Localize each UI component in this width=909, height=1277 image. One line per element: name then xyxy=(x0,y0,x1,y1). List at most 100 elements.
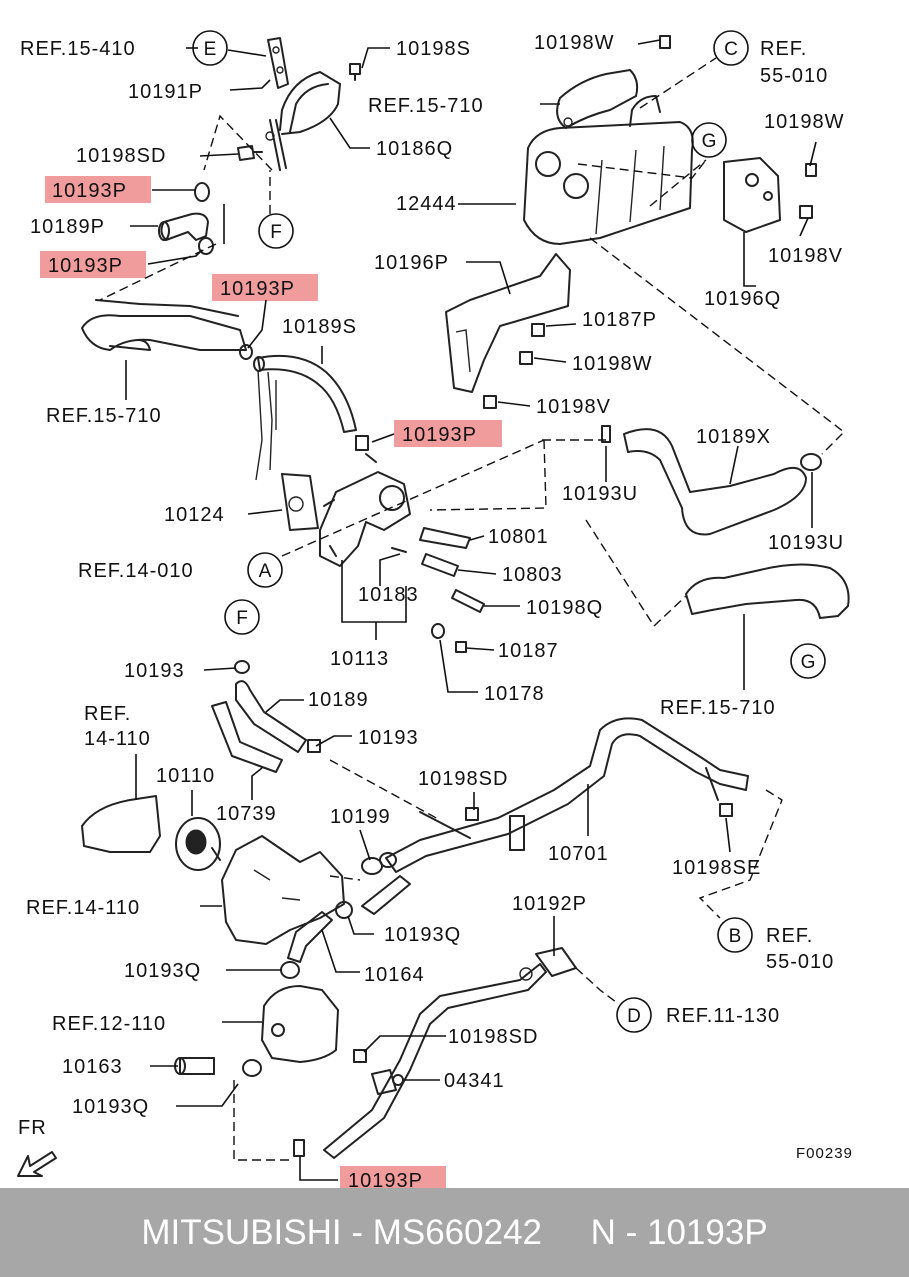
label-04341: 04341 xyxy=(444,1070,505,1092)
label-ref-55-010-a-line2: 55-010 xyxy=(760,65,828,87)
pipe-ref-15-710-top xyxy=(556,69,639,129)
parts-diagram: E C G F A F G B D REF.15-410 10191P 1019… xyxy=(17,30,853,1188)
bolt-10187P xyxy=(531,323,545,337)
bolt-10198W-b xyxy=(805,163,817,177)
circle-B-letter: B xyxy=(729,926,742,947)
circle-D: D xyxy=(616,997,652,1033)
label-10193P-1: 10193P xyxy=(52,180,127,202)
label-10189: 10189 xyxy=(308,689,369,711)
label-10189X: 10189X xyxy=(696,426,771,448)
circle-F-mid-letter: F xyxy=(236,608,248,629)
hose-10163 xyxy=(174,1057,215,1075)
circle-G-mid: G xyxy=(790,643,826,679)
label-10193P-4: 10193P xyxy=(402,424,477,446)
bolt-10187 xyxy=(431,623,467,653)
hose-10189S xyxy=(253,354,357,433)
label-10124: 10124 xyxy=(164,504,225,526)
pipe-10192P xyxy=(323,947,577,1159)
pipe-10701 xyxy=(385,717,749,873)
label-12444: 12444 xyxy=(396,193,457,215)
highlight-10193P-1 xyxy=(45,176,151,203)
label-10739: 10739 xyxy=(216,803,277,825)
label-10199: 10199 xyxy=(330,806,391,828)
circle-B: B xyxy=(717,917,753,953)
label-ref-15-710-b: REF.15-710 xyxy=(46,405,162,427)
leader-lines xyxy=(125,39,817,1181)
label-10178: 10178 xyxy=(484,683,545,705)
clip-04341 xyxy=(371,1069,404,1095)
component-ref-14-110-a xyxy=(81,795,161,853)
label-10198W-c: 10198W xyxy=(572,353,653,375)
sensor-10801 xyxy=(419,527,471,549)
label-10193U-a: 10193U xyxy=(562,483,638,505)
circle-F-top-letter: F xyxy=(270,222,282,243)
circle-C-letter: C xyxy=(724,39,738,60)
hose-10189P xyxy=(158,212,209,241)
clamp-small-a xyxy=(355,435,369,451)
label-10198V-a: 10198V xyxy=(768,245,843,267)
circle-G-mid-letter: G xyxy=(801,652,816,673)
footer-part-number-text: MITSUBISHI - MS660242 N - 10193P xyxy=(141,1212,768,1252)
label-figure-code: F00239 xyxy=(796,1145,853,1162)
component-ref-15-710-a xyxy=(81,299,247,351)
bolt-10198Q xyxy=(451,589,485,613)
clamp-10193P-3 xyxy=(239,344,253,360)
hose-10189X xyxy=(623,428,822,536)
hose-10189 xyxy=(235,680,307,753)
clamp-10193U-a xyxy=(601,425,611,443)
label-10196Q: 10196Q xyxy=(704,288,781,310)
oring-10199 xyxy=(361,852,397,875)
label-10193P-5: 10193P xyxy=(348,1170,423,1188)
clamp-10193Q-b xyxy=(280,961,300,979)
pipe-ref-15-710-right xyxy=(685,563,850,619)
label-ref-14-110-a-line2: 14-110 xyxy=(84,728,151,750)
label-10189S: 10189S xyxy=(282,316,357,338)
label-10198V-b: 10198V xyxy=(536,396,611,418)
label-10198W-b: 10198W xyxy=(764,111,845,133)
label-10198S: 10198S xyxy=(396,38,471,60)
circle-G-top-letter: G xyxy=(702,131,717,152)
label-10164: 10164 xyxy=(364,964,425,986)
circle-A-letter: A xyxy=(259,561,272,582)
label-10198SD-b: 10198SD xyxy=(418,768,508,790)
label-10193P-2: 10193P xyxy=(48,255,123,277)
oil-cooler-12444 xyxy=(523,95,694,245)
part-labels: REF.15-410 10191P 10198S 10198W REF. 55-… xyxy=(18,32,853,1188)
circle-D-letter: D xyxy=(627,1006,641,1027)
clamp-10193P-1 xyxy=(194,182,210,202)
label-10193U-b: 10193U xyxy=(768,532,844,554)
engine-block-ref-14-110 xyxy=(221,835,345,945)
label-10187: 10187 xyxy=(498,640,559,662)
highlight-10193P-4 xyxy=(394,420,502,447)
label-ref-15-410: REF.15-410 xyxy=(20,38,136,60)
clamp-10193Q-a xyxy=(335,901,353,919)
highlight-10193P-2 xyxy=(40,251,146,278)
bolt-10198V-a xyxy=(799,205,813,219)
thermostat-housing-10113 xyxy=(319,453,411,567)
label-10113: 10113 xyxy=(330,648,389,670)
label-ref-11-130: REF.11-130 xyxy=(666,1005,780,1027)
label-10193-a: 10193 xyxy=(124,660,185,682)
bolt-10198SD-c xyxy=(353,1049,367,1063)
bolt-10198V-b xyxy=(483,395,497,409)
dashed-lines xyxy=(99,57,846,1161)
label-10196P: 10196P xyxy=(374,252,449,274)
circle-F-mid: F xyxy=(224,599,260,635)
label-ref-55-010-b-line2: 55-010 xyxy=(766,951,834,973)
bolt-10198SD-b xyxy=(465,807,479,821)
label-10198SD-a: 10198SD xyxy=(76,145,166,167)
label-10191P: 10191P xyxy=(128,81,203,103)
label-10801: 10801 xyxy=(488,526,549,548)
label-10193Q-a: 10193Q xyxy=(384,924,461,946)
label-10701: 10701 xyxy=(548,843,609,865)
pipe-10186Q-drawing xyxy=(265,37,341,171)
label-ref-12-110: REF.12-110 xyxy=(52,1013,166,1035)
label-ref-15-710-a: REF.15-710 xyxy=(368,95,484,117)
circle-E-letter: E xyxy=(204,39,217,60)
label-10186Q: 10186Q xyxy=(376,138,453,160)
label-ref-14-110-b: REF.14-110 xyxy=(26,897,140,919)
label-10193P-3: 10193P xyxy=(220,278,295,300)
front-arrow-icon xyxy=(17,1151,57,1177)
label-10193-b: 10193 xyxy=(358,727,419,749)
circle-G-top: G xyxy=(691,122,727,158)
